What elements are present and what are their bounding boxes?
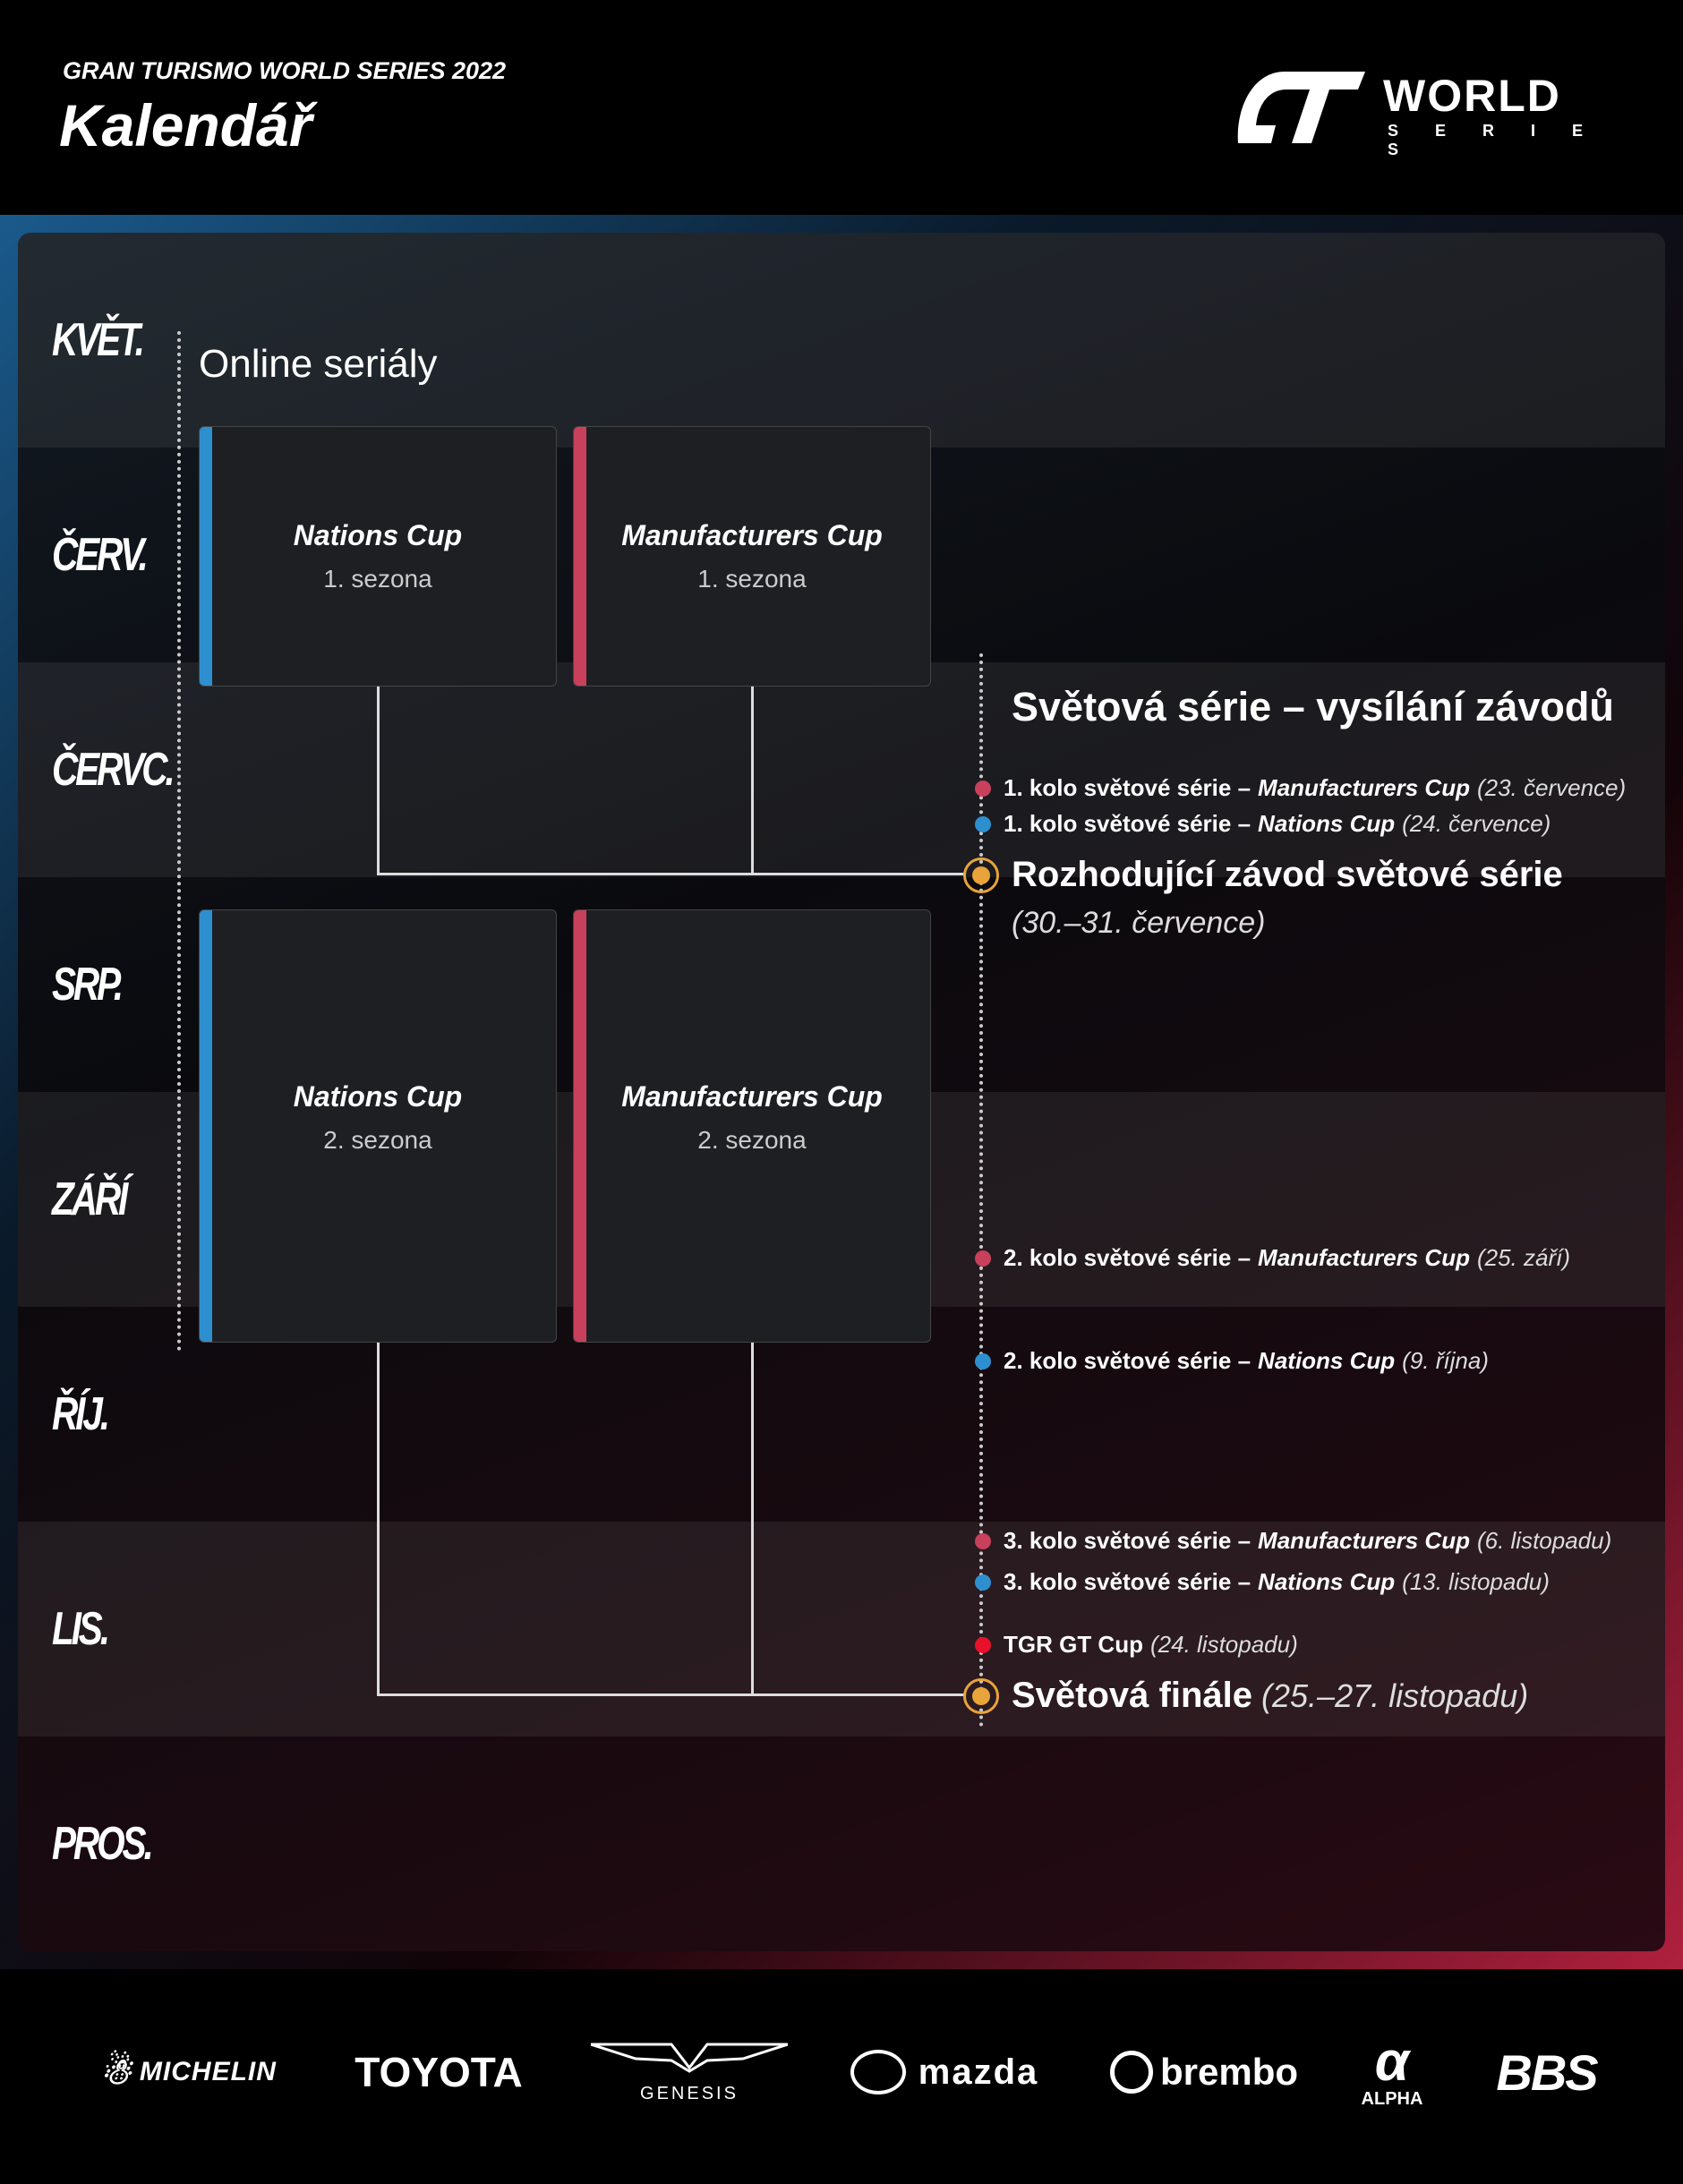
card-season: 1. sezona [323, 565, 432, 593]
month-label: LIS. [52, 1603, 110, 1655]
connector [377, 1693, 964, 1696]
highlight-dot-icon [963, 857, 999, 893]
month-label: PROS. [52, 1818, 154, 1870]
card-title: Manufacturers Cup [621, 519, 883, 551]
mazda-emblem-icon [850, 2050, 906, 2094]
event-dot-icon [975, 1574, 991, 1591]
brembo-emblem-icon [1109, 2051, 1153, 2094]
month-label: ZÁŘÍ [52, 1173, 128, 1225]
event-label: 2. kolo světové série – [1004, 1244, 1252, 1271]
event-label: 1. kolo světové série – [1004, 774, 1252, 801]
connector [751, 687, 754, 875]
world-series-event: 2. kolo světové série –Manufacturers Cup… [975, 1244, 1570, 1272]
event-subtitle: GRAN TURISMO WORLD SERIES 2022 [63, 57, 507, 84]
event-date: (9. října) [1402, 1347, 1489, 1374]
connector [751, 1343, 754, 1696]
world-series-event: TGR GT Cup(24. listopadu) [975, 1631, 1298, 1659]
sponsor-michelin: ☃MICHELIN [99, 2052, 277, 2092]
decider-title: Rozhodující závod světové série [1012, 855, 1563, 894]
connector [377, 687, 380, 875]
decider-date: (30.–31. července) [1012, 906, 1266, 940]
event-cup: Nations Cup [1258, 1347, 1396, 1374]
event-label: 3. kolo světové série – [1004, 1527, 1252, 1554]
finals-event: Světová finále(25.–27. listopadu) [963, 1676, 1528, 1716]
highlight-dot-icon [963, 1677, 999, 1714]
event-cup: Nations Cup [1258, 810, 1396, 837]
event-date: (25. září) [1476, 1244, 1570, 1271]
month-row: ŘÍJ. [18, 1307, 1665, 1522]
event-date: (24. listopadu) [1149, 1631, 1298, 1658]
online-heading: Online seriály [199, 342, 438, 386]
event-date: (13. listopadu) [1402, 1568, 1550, 1595]
logo-world: WORLD [1383, 71, 1561, 121]
event-dot-icon [975, 1636, 991, 1653]
event-date: (23. července) [1476, 774, 1627, 801]
page-title: Kalendář [59, 92, 312, 158]
genesis-wings-icon [591, 2043, 788, 2073]
event-cup: Manufacturers Cup [1258, 774, 1470, 801]
card-season: 2. sezona [323, 1126, 432, 1154]
event-label: TGR GT Cup [1004, 1631, 1143, 1658]
gt-world-series-logo: WORLD S E R I E S [1231, 63, 1625, 158]
event-date: (24. července) [1402, 810, 1551, 837]
world-series-timeline [979, 653, 983, 1728]
card-season: 2. sezona [697, 1126, 807, 1154]
month-row: ČERVC. [18, 662, 1665, 877]
event-cup: Nations Cup [1258, 1568, 1396, 1595]
logo-series: S E R I E S [1388, 122, 1600, 158]
card-season: 1. sezona [697, 565, 807, 593]
month-label: ČERV. [52, 529, 149, 581]
month-label: ČERVC. [52, 744, 175, 796]
card-manufacturers-cup-s2: Manufacturers Cup 2. sezona [573, 909, 931, 1343]
card-nations-cup-s2: Nations Cup 2. sezona [199, 909, 557, 1343]
gt-logo-icon [1237, 72, 1365, 143]
event-label: 1. kolo světové série – [1004, 810, 1252, 837]
event-label: 3. kolo světové série – [1004, 1568, 1252, 1595]
event-date: (6. listopadu) [1476, 1527, 1612, 1554]
connector [377, 1343, 380, 1696]
michelin-man-icon: ☃ [99, 2052, 132, 2092]
sponsor-mazda: mazda [842, 2032, 1047, 2112]
month-row: PROS. [18, 1736, 1665, 1951]
month-row: LIS. [18, 1522, 1665, 1736]
world-series-event: 3. kolo světové série –Nations Cup(13. l… [975, 1568, 1550, 1596]
world-series-event: 3. kolo světové série –Manufacturers Cup… [975, 1527, 1612, 1555]
month-label: KVĚT. [52, 314, 145, 366]
world-series-heading: Světová série – vysílání závodů [1012, 684, 1614, 729]
card-title: Nations Cup [293, 519, 463, 551]
event-cup: Manufacturers Cup [1258, 1527, 1470, 1554]
month-label: SRP. [52, 959, 124, 1011]
card-manufacturers-cup-s1: Manufacturers Cup 1. sezona [573, 426, 931, 687]
connector [377, 873, 964, 875]
month-row: ČERV. [18, 448, 1665, 662]
sponsor-toyota: TOYOTA [355, 2049, 523, 2095]
finals-title: Světová finále [1012, 1676, 1253, 1715]
card-title: Nations Cup [293, 1080, 463, 1113]
event-dot-icon [975, 1352, 991, 1369]
world-series-event: 1. kolo světové série –Manufacturers Cup… [975, 774, 1627, 802]
sponsor-genesis: GENESIS [591, 2032, 788, 2112]
event-dot-icon [975, 780, 991, 797]
event-dot-icon [975, 815, 991, 832]
decider-event: Rozhodující závod světové série [963, 855, 1563, 895]
event-dot-icon [975, 1532, 991, 1549]
month-row: SRP. [18, 877, 1665, 1092]
card-title: Manufacturers Cup [621, 1080, 883, 1113]
card-nations-cup-s1: Nations Cup 1. sezona [199, 426, 557, 687]
sponsor-brembo: brembo [1106, 2032, 1303, 2112]
online-timeline [177, 331, 181, 1352]
month-row: KVĚT. [18, 233, 1665, 448]
event-cup: Manufacturers Cup [1258, 1244, 1470, 1271]
world-series-event: 2. kolo světové série –Nations Cup(9. ří… [975, 1347, 1489, 1375]
month-label: ŘÍJ. [52, 1388, 110, 1440]
world-series-event: 1. kolo světové série –Nations Cup(24. č… [975, 810, 1551, 838]
alpha-icon: α [1374, 2030, 1410, 2093]
sponsor-bbs: BBS [1496, 2043, 1598, 2101]
event-label: 2. kolo světové série – [1004, 1347, 1252, 1374]
finals-date: (25.–27. listopadu) [1261, 1676, 1529, 1714]
event-dot-icon [975, 1250, 991, 1267]
